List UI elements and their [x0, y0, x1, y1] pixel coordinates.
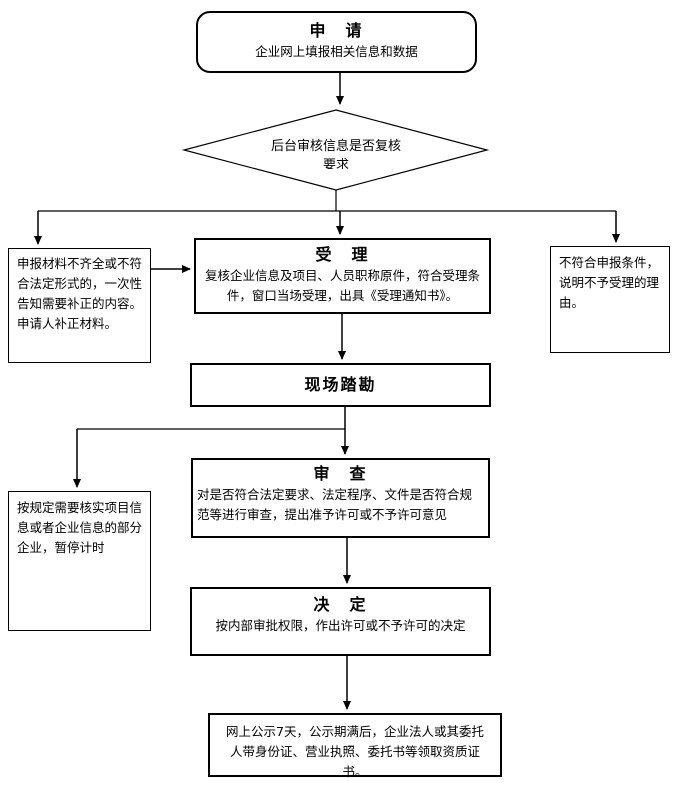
node-decision-line1: 后台审核信息是否复核: [270, 139, 401, 154]
node-publish: 网上公示7天，公示期满后，企业法人或其委托人带身份证、营业执照、委托书等领取资质…: [208, 713, 502, 779]
node-publish-body: 网上公示7天，公示期满后，企业法人或其委托人带身份证、营业执照、委托书等领取资质…: [226, 724, 484, 779]
node-accept-title: 受 理: [315, 245, 370, 264]
node-decide-body: 按内部审批权限，作出许可或不予许可的决定: [215, 618, 466, 633]
node-pause: 按规定需要核实项目信息或者企业信息的部分企业，暂停计时: [8, 491, 151, 631]
node-decide-title: 决 定: [313, 595, 368, 614]
node-reject-body: 不符合申报条件，说明不予受理的理由。: [559, 255, 660, 310]
node-review-body: 对是否符合法定要求、法定程序、文件是否符合规范等进行审查，提出准予许可或不予许可…: [197, 487, 473, 522]
node-supplement: 申报材料不齐全或不符合法定形式的，一次性告知需要补正的内容。申请人补正材料。: [8, 248, 151, 363]
node-apply-body: 企业网上填报相关信息和数据: [255, 44, 418, 59]
node-reject: 不符合申报条件，说明不予受理的理由。: [550, 246, 670, 353]
node-accept-body: 复核企业信息及项目、人员职称原件，符合受理条件，窗口当场受理，出具《受理通知书》…: [204, 268, 480, 303]
node-pause-body: 按规定需要核实项目信息或者企业信息的部分企业，暂停计时: [17, 500, 143, 555]
node-supplement-body: 申报材料不齐全或不符合法定形式的，一次性告知需要补正的内容。申请人补正材料。: [17, 256, 143, 331]
node-apply: 申 请 企业网上填报相关信息和数据: [196, 11, 477, 73]
node-decision-text: 后台审核信息是否复核 要求: [236, 137, 436, 169]
node-review-title: 审 查: [313, 464, 368, 483]
node-apply-title: 申 请: [309, 21, 364, 40]
node-decision-line2: 要求: [322, 158, 349, 169]
node-review: 审 查 对是否符合法定要求、法定程序、文件是否符合规范等进行审查，提出准予许可或…: [191, 458, 490, 538]
node-survey-title: 现场踏勘: [304, 375, 377, 394]
node-accept: 受 理 复核企业信息及项目、人员职称原件，符合受理条件，窗口当场受理，出具《受理…: [194, 238, 491, 314]
node-decide: 决 定 按内部审批权限，作出许可或不予许可的决定: [190, 587, 491, 656]
node-survey: 现场踏勘: [190, 363, 491, 407]
